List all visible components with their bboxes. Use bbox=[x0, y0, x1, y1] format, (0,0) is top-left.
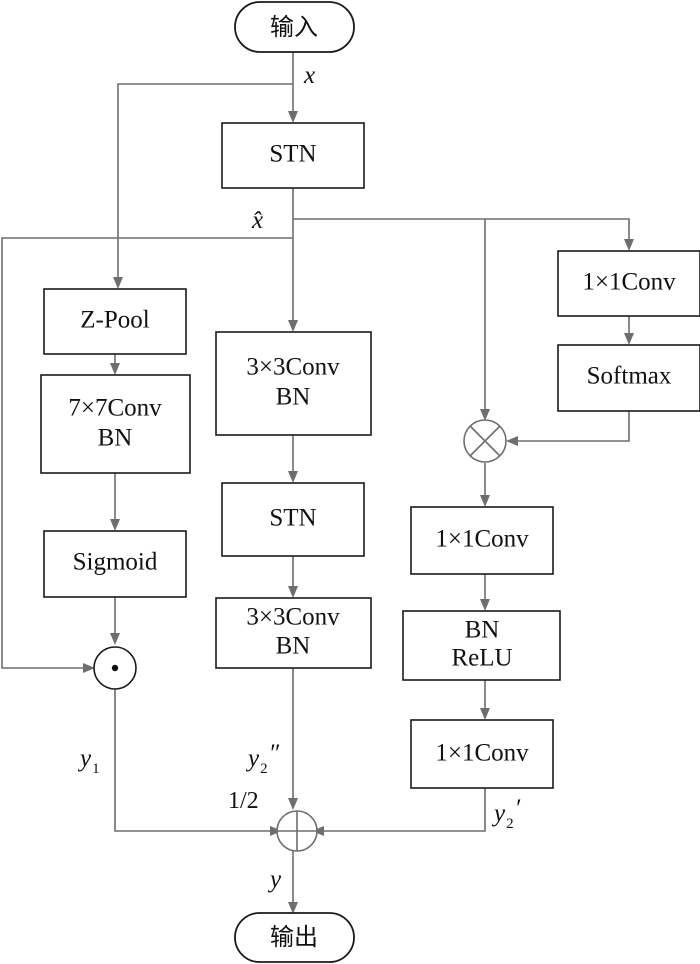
var-y2-prime: y2′ bbox=[491, 795, 521, 832]
edge-xhat-conv1top bbox=[293, 218, 630, 244]
arrow-head bbox=[288, 320, 298, 332]
var-x-hat: x̂ bbox=[251, 207, 263, 234]
arrow-head bbox=[288, 471, 298, 483]
sum-operator bbox=[276, 810, 318, 852]
multiply-operator bbox=[463, 419, 507, 463]
conv1-bot-label: 1×1Conv bbox=[435, 740, 529, 767]
arrow-head bbox=[288, 902, 298, 914]
arrow-head bbox=[480, 409, 490, 421]
edge-softmax-multiply bbox=[513, 411, 630, 442]
conv3x3-a-block: 3×3Conv BN bbox=[215, 331, 372, 436]
var-y2-double-prime: y2″ bbox=[245, 740, 280, 777]
arrow-head bbox=[288, 586, 298, 598]
edge-dot-sum bbox=[114, 688, 275, 832]
zpool-label: Z-Pool bbox=[80, 307, 150, 334]
var-y1: y1 bbox=[77, 745, 100, 777]
dot-product-operator bbox=[93, 646, 137, 690]
conv1x1-bot-block: 1×1Conv bbox=[410, 719, 554, 789]
arrow-head bbox=[624, 239, 634, 251]
conv3x3-b-block: 3×3Conv BN bbox=[215, 597, 372, 669]
half-weight: 1/2 bbox=[228, 788, 259, 814]
arrow-head bbox=[113, 277, 123, 289]
output-label: 输出 bbox=[270, 923, 318, 951]
conv3a-line1: 3×3Conv bbox=[246, 354, 340, 381]
arrowheads bbox=[83, 111, 634, 914]
bnrelu-line2: ReLU bbox=[451, 645, 512, 672]
softmax-label: Softmax bbox=[587, 363, 672, 390]
arrow-head bbox=[624, 333, 634, 345]
edge-skip-dot bbox=[1, 237, 293, 669]
stn-mid-block: STN bbox=[221, 482, 365, 557]
bnrelu-line1: BN bbox=[465, 617, 500, 644]
edge-x-zpool bbox=[117, 83, 293, 282]
conv3b-line2: BN bbox=[276, 633, 311, 660]
sigmoid-label: Sigmoid bbox=[73, 549, 158, 576]
arrow-head bbox=[110, 363, 120, 375]
arrow-head bbox=[270, 826, 282, 836]
conv3b-line1: 3×3Conv bbox=[246, 604, 340, 631]
var-x: x bbox=[303, 62, 315, 89]
softmax-block: Softmax bbox=[557, 344, 700, 412]
arrow-head bbox=[83, 663, 95, 673]
arrow-head bbox=[480, 495, 490, 507]
arrow-head bbox=[480, 708, 490, 720]
conv7x7-block: 7×7Conv BN bbox=[40, 374, 191, 474]
conv1-top-label: 1×1Conv bbox=[582, 269, 676, 296]
stn-mid-label: STN bbox=[269, 505, 316, 532]
stn-top-block: STN bbox=[221, 122, 365, 189]
arrow-head bbox=[480, 599, 490, 611]
conv7-line2: BN bbox=[98, 425, 133, 452]
arrow-head bbox=[288, 798, 298, 810]
arrow-head bbox=[312, 826, 324, 836]
conv1-mid-label: 1×1Conv bbox=[435, 526, 529, 553]
var-y: y bbox=[267, 866, 282, 893]
arrow-head bbox=[288, 111, 298, 123]
zpool-block: Z-Pool bbox=[43, 288, 187, 355]
conv3a-line2: BN bbox=[276, 384, 311, 411]
stn-top-label: STN bbox=[269, 141, 316, 168]
conv1x1-mid-block: 1×1Conv bbox=[410, 506, 554, 575]
conv7-line1: 7×7Conv bbox=[68, 395, 162, 422]
input-terminal: 输入 bbox=[234, 1, 355, 53]
edge-conv1-sum bbox=[319, 788, 486, 832]
arrow-head bbox=[110, 519, 120, 531]
conv1x1-top-block: 1×1Conv bbox=[557, 250, 700, 317]
sigmoid-block: Sigmoid bbox=[43, 530, 187, 598]
arrow-head bbox=[506, 436, 518, 446]
arrow-head bbox=[110, 633, 120, 645]
bn-relu-block: BN ReLU bbox=[402, 610, 561, 681]
connectors bbox=[1, 52, 630, 907]
output-terminal: 输出 bbox=[234, 912, 355, 963]
input-label: 输入 bbox=[270, 13, 318, 41]
